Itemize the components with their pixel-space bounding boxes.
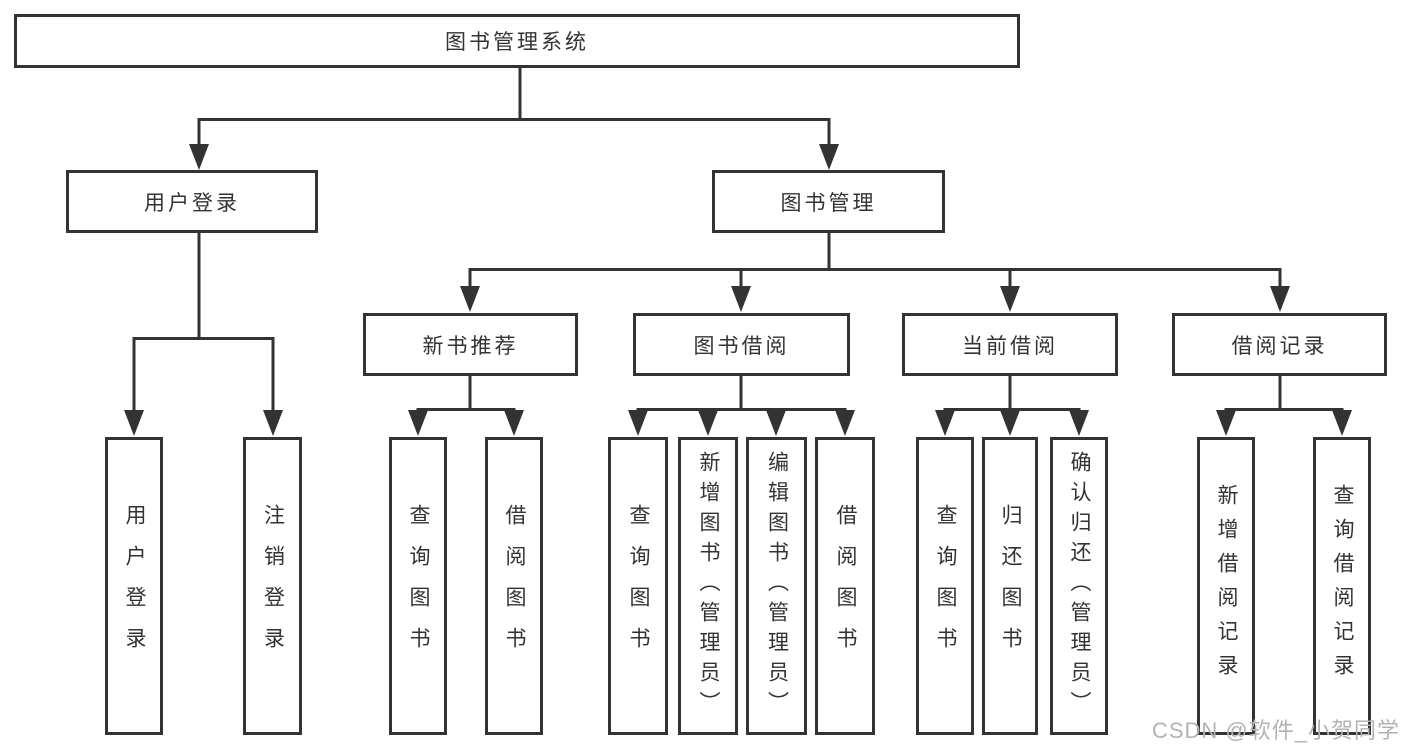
connector-newbook-rail — [416, 408, 516, 412]
leaf-borrow-book-recommend: 借阅图书 — [485, 437, 543, 735]
node-current-borrow: 当前借阅 — [902, 313, 1118, 376]
arrowheads-level3 — [460, 286, 1290, 312]
leaf-query-book-recommend-label: 查询图书 — [407, 504, 430, 668]
leaf-add-borrow-record: 新增借阅记录 — [1197, 437, 1255, 735]
leaf-user-login-label: 用户登录 — [123, 504, 146, 668]
leaf-query-borrow-record-label: 查询借阅记录 — [1331, 484, 1354, 688]
connector-level3-stubs — [468, 376, 1282, 410]
leaf-confirm-return-admin: 确认归还（管理员） — [1050, 437, 1108, 735]
leaf-borrow-book: 借阅图书 — [815, 437, 875, 735]
node-current-borrow-label: 当前借阅 — [962, 334, 1058, 358]
leaf-borrow-book-recommend-label: 借阅图书 — [503, 504, 526, 668]
node-book-management-branch-label: 图书管理 — [780, 191, 877, 215]
leaf-query-book-current-label: 查询图书 — [934, 504, 957, 668]
leaf-query-book-current: 查询图书 — [916, 437, 974, 735]
leaf-return-book-label: 归还图书 — [999, 504, 1022, 668]
connector-bookmgmt-to-level3 — [468, 233, 1282, 288]
leaf-query-book-borrow-label: 查询图书 — [627, 504, 650, 668]
arrowheads-leaves — [124, 410, 1352, 436]
node-new-book-recommend: 新书推荐 — [363, 313, 578, 376]
connector-userlogin-to-leaves — [132, 233, 275, 412]
arrowheads-level2 — [189, 144, 839, 170]
leaf-add-book-admin-label: 新增图书（管理员） — [697, 451, 720, 721]
node-book-borrow-label: 图书借阅 — [693, 334, 790, 358]
connector-root-to-level2 — [197, 68, 831, 145]
leaf-return-book: 归还图书 — [982, 437, 1038, 735]
node-root-system: 图书管理系统 — [14, 14, 1020, 68]
leaf-add-borrow-record-label: 新增借阅记录 — [1215, 484, 1238, 688]
leaf-logout: 注销登录 — [243, 437, 302, 735]
leaf-add-book-admin: 新增图书（管理员） — [678, 437, 738, 735]
leaf-edit-book-admin-label: 编辑图书（管理员） — [765, 451, 789, 721]
leaf-borrow-book-label: 借阅图书 — [834, 504, 857, 668]
node-borrow-records-label: 借阅记录 — [1231, 334, 1328, 358]
leaf-query-book-recommend: 查询图书 — [389, 437, 447, 735]
node-user-login-branch: 用户登录 — [66, 170, 318, 233]
node-new-book-recommend-label: 新书推荐 — [422, 334, 519, 358]
node-book-management-branch: 图书管理 — [712, 170, 945, 233]
leaf-confirm-return-admin-label: 确认归还（管理员） — [1068, 451, 1091, 721]
leaf-logout-label: 注销登录 — [261, 504, 285, 668]
leaf-user-login: 用户登录 — [105, 437, 163, 735]
connector-bookborrow-rail — [636, 408, 847, 412]
leaf-query-book-borrow: 查询图书 — [608, 437, 668, 735]
node-book-borrow: 图书借阅 — [633, 313, 850, 376]
connector-record-rail — [1224, 408, 1344, 412]
leaf-edit-book-admin: 编辑图书（管理员） — [746, 437, 807, 735]
node-borrow-records: 借阅记录 — [1172, 313, 1387, 376]
node-user-login-branch-label: 用户登录 — [144, 191, 240, 215]
leaf-query-borrow-record: 查询借阅记录 — [1313, 437, 1371, 735]
watermark-text: CSDN @软件_小贺同学 — [1151, 718, 1400, 743]
node-root-system-label: 图书管理系统 — [445, 31, 589, 54]
